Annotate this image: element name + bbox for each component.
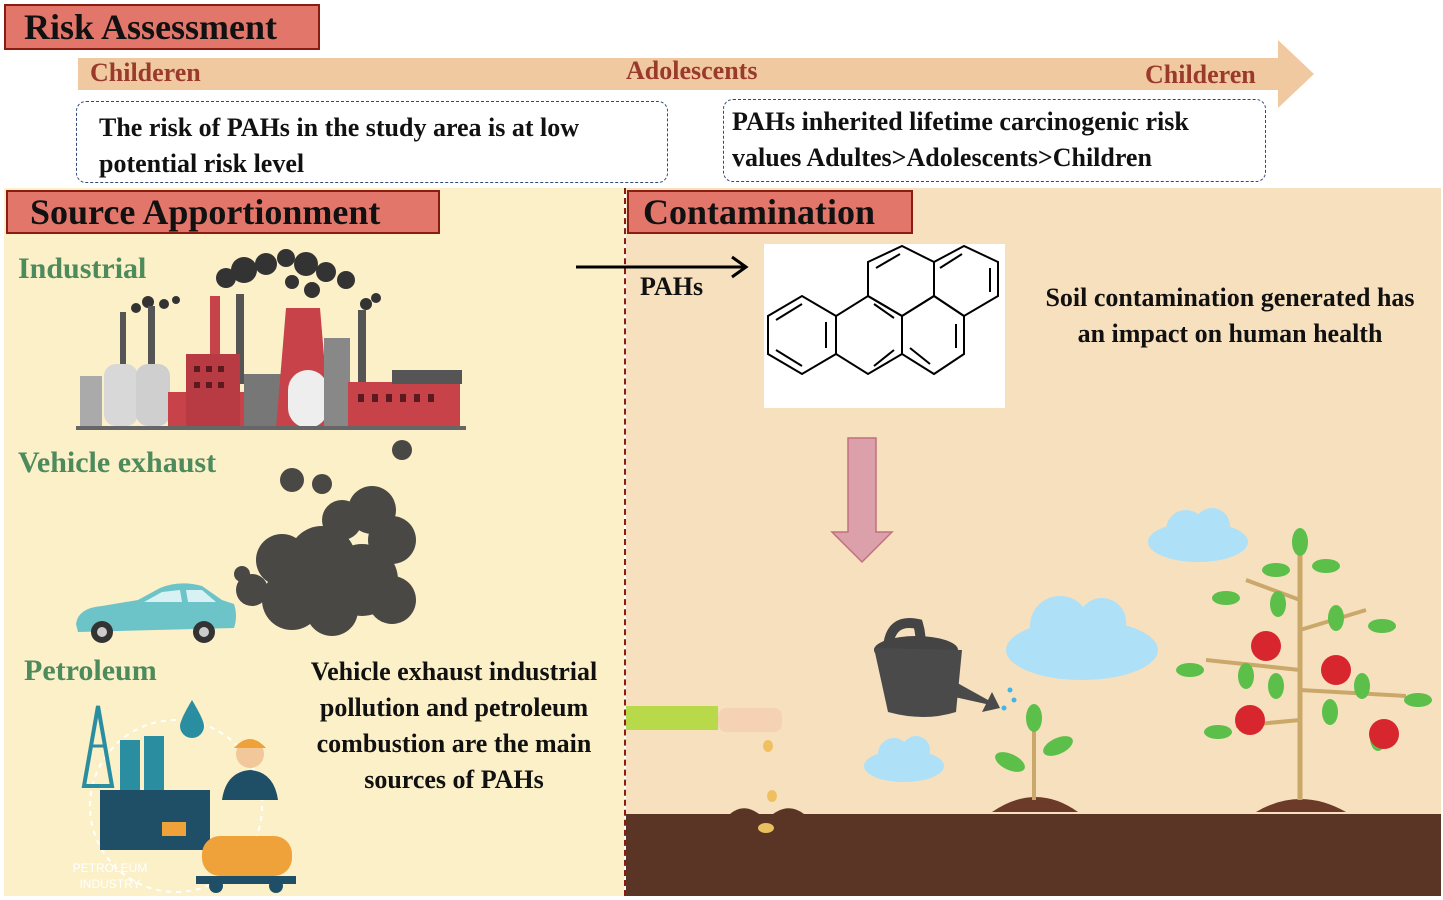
risk-level-text: The risk of PAHs in the study area is at… — [99, 113, 580, 178]
impact-text: Soil contamination generated has an impa… — [1045, 283, 1415, 348]
risk-assessment-title: Risk Assessment — [4, 4, 320, 50]
panel-divider — [624, 188, 626, 896]
carcinogenic-risk-text: PAHs inherited lifetime carcinogenic ris… — [732, 107, 1189, 172]
arrow-label-childeren-left: Childeren — [90, 58, 201, 87]
carcinogenic-risk-box: PAHs inherited lifetime carcinogenic ris… — [723, 99, 1266, 182]
age-arrow — [78, 40, 1314, 108]
petroleum-label: Petroleum — [24, 654, 157, 687]
arrow-label-adolescents: Adolescents — [626, 56, 758, 85]
source-summary: Vehicle exhaust industrial pollution and… — [310, 657, 598, 794]
petroleum-industry-caption: PETROLEUM INDUSTRY — [72, 861, 148, 891]
source-apportionment-title: Source Apportionment — [6, 190, 440, 234]
benzo-pyrene-structure — [764, 244, 1005, 408]
pahs-label: PAHs — [640, 272, 704, 301]
industrial-label: Industrial — [18, 252, 147, 285]
arrow-label-childeren-right: Childeren — [1145, 60, 1256, 89]
garden-scene — [626, 508, 1432, 833]
down-arrow — [830, 437, 894, 564]
petroleum-illustration — [81, 700, 296, 893]
pahs-arrow — [576, 255, 749, 279]
car-smoke-illustration — [76, 440, 416, 643]
contamination-title: Contamination — [627, 190, 913, 234]
vehicle-exhaust-label: Vehicle exhaust — [18, 446, 217, 479]
factory-illustration — [76, 249, 466, 430]
risk-level-box: The risk of PAHs in the study area is at… — [76, 101, 668, 183]
